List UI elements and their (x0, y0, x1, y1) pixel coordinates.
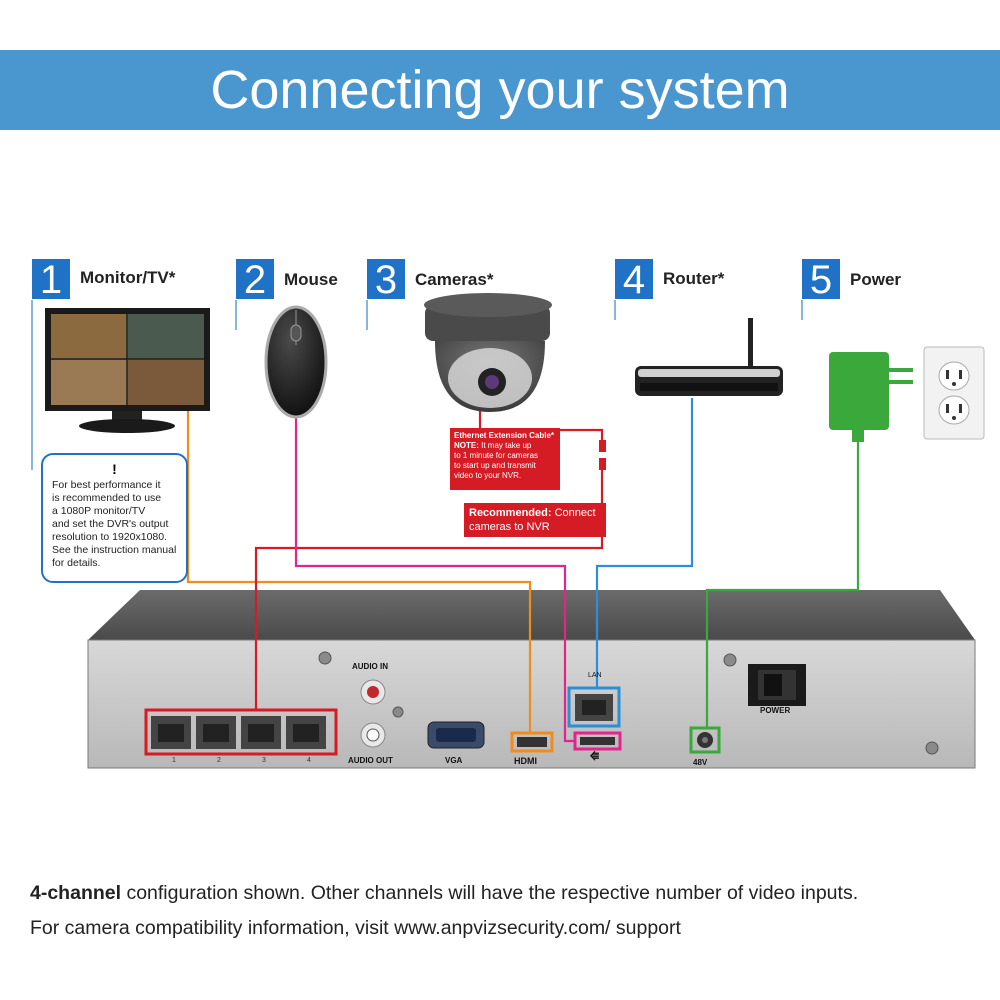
note-text: video to your NVR. (454, 471, 522, 480)
header-banner (0, 50, 1000, 130)
monitor-note-line: and set the DVR's output (52, 518, 169, 530)
router-icon (635, 318, 783, 396)
monitor-note-line: is recommended to use (52, 492, 162, 504)
step-label-cameras: Cameras* (415, 270, 494, 289)
recommended-label: Recommended: (469, 507, 552, 519)
power-label: POWER (760, 706, 791, 715)
monitor-icon (45, 308, 210, 433)
monitor-note-line: resolution to 1920x1080. (52, 531, 168, 543)
footer-bold: 4-channel (30, 882, 122, 904)
step-number-4: 4 (615, 259, 653, 301)
step-number-3: 3 (367, 259, 405, 301)
camera-icon (424, 293, 552, 412)
cable-connector-top (599, 440, 606, 452)
audio-in-label: AUDIO IN (352, 662, 388, 671)
recommended-text: Connect (551, 507, 596, 519)
note-text: to start up and transmit (454, 461, 536, 470)
poe-ports (144, 708, 338, 756)
port-label-4: 4 (307, 757, 311, 764)
page-title: Connecting your system (210, 60, 790, 120)
step-label-router: Router* (663, 269, 725, 288)
vga-label: VGA (445, 756, 463, 765)
wall-outlet-icon (923, 346, 985, 440)
monitor-note-box: ! For best performance it is recommended… (41, 453, 188, 583)
dc-label: 48V (693, 758, 708, 767)
monitor-note-line: See the instruction manual (52, 544, 177, 556)
port-label-1: 1 (172, 757, 176, 764)
step-label-monitor: Monitor/TV* (80, 268, 176, 287)
monitor-note-text: For best performance it is recommended t… (43, 479, 186, 570)
power-adapter-icon (829, 352, 913, 442)
mouse-cable (294, 418, 575, 743)
step-number-1: 1 (32, 259, 70, 301)
lan-label: LAN (588, 672, 602, 679)
recommended-text: cameras to NVR (469, 521, 550, 533)
step-number-2: 2 (236, 259, 274, 301)
monitor-note-line: for details. (52, 557, 101, 569)
footer-line-1: 4-channel configuration shown. Other cha… (30, 880, 858, 906)
step-number-5: 5 (802, 259, 840, 301)
step-label-power: Power (850, 270, 902, 289)
note-text: It may take up (478, 441, 532, 450)
hdmi-label: HDMI (514, 756, 537, 766)
footer-line-2: For camera compatibility information, vi… (30, 917, 681, 939)
footer-text-1: configuration shown. Other channels will… (121, 882, 859, 904)
step-guide-lines (31, 300, 803, 470)
port-label-3: 3 (262, 757, 266, 764)
mouse-icon (264, 305, 328, 419)
cable-connector-bottom (599, 458, 606, 470)
recommended-note: Recommended: Connect cameras to NVR (464, 503, 606, 537)
ethernet-extension-title: Ethernet Extension Cable* (454, 431, 555, 440)
power-cable (705, 440, 860, 728)
port-label-2: 2 (217, 757, 221, 764)
ethernet-extension-note: Ethernet Extension Cable* NOTE: It may t… (450, 428, 560, 490)
nvr-device (87, 590, 976, 769)
router-cable (595, 398, 694, 688)
usb-icon: ⭅ (590, 752, 599, 763)
step-label-mouse: Mouse (284, 270, 338, 289)
note-text: to 1 minute for cameras (454, 451, 539, 460)
warning-icon: ! (112, 461, 117, 477)
note-label: NOTE: (454, 441, 479, 450)
monitor-note-line: For best performance it (52, 479, 161, 491)
monitor-note-line: a 1080P monitor/TV (52, 505, 146, 517)
audio-out-label: AUDIO OUT (348, 756, 393, 765)
monitor-cable (186, 410, 532, 733)
